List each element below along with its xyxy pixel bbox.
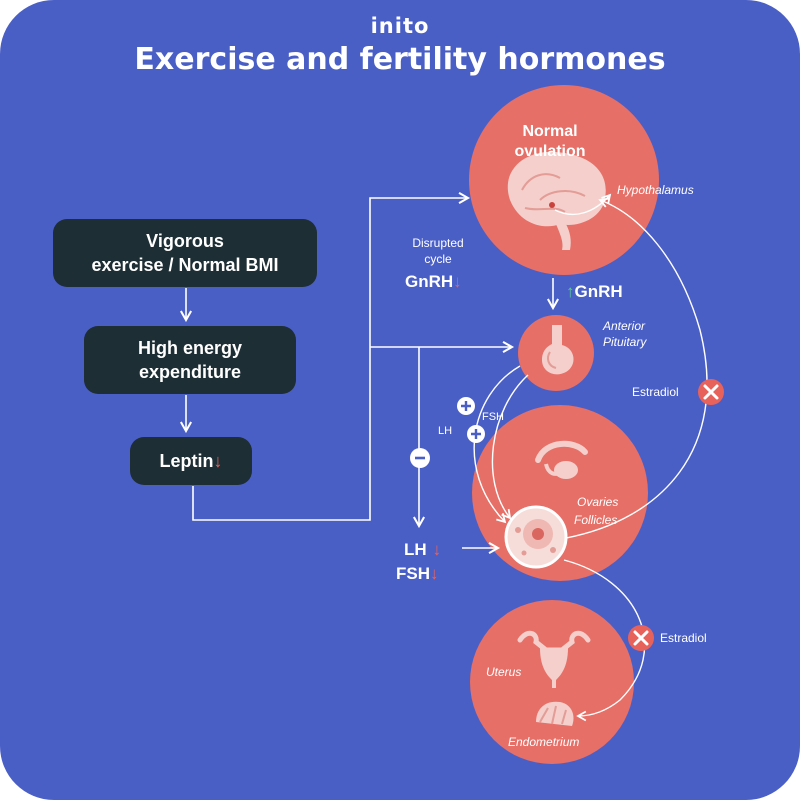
leptin-box: Leptin↓	[130, 437, 252, 485]
ovary-icon	[535, 440, 588, 479]
fsh-curve	[491, 374, 529, 520]
estradiol-to-endometrium	[563, 559, 646, 722]
leptin-down-arrow: ↓	[213, 451, 223, 471]
fsh-small-label: FSH	[482, 411, 504, 423]
gnrh-down-arrow: ↓	[453, 272, 462, 291]
leptin-connector	[192, 191, 471, 521]
cross-icon	[628, 625, 654, 651]
normal-ovulation-line2: ovulation	[514, 143, 585, 160]
plus-icon	[457, 397, 475, 415]
lh-down-arrow: ↓	[433, 540, 442, 559]
lh-big-label: LH↓	[404, 540, 441, 559]
anterior-label: Anterior	[602, 319, 646, 333]
gnrh-down-label: GnRH↓	[405, 272, 462, 291]
page-title: Exercise and fertility hormones	[134, 42, 666, 77]
gnrh-up-arrow: ↑	[566, 282, 575, 301]
pituitary-icon	[542, 325, 574, 375]
gnrh-up-label: ↑GnRH	[566, 282, 623, 301]
disrupted-cycle-line1: Disrupted	[412, 236, 463, 250]
energy-expenditure-box: High energy expenditure	[84, 326, 296, 394]
endometrium-label: Endometrium	[508, 735, 579, 749]
estradiol-lower-label: Estradiol	[660, 631, 707, 645]
cross-icon	[698, 379, 724, 405]
hypothalamus-label: Hypothalamus	[617, 183, 694, 197]
plus-icon	[467, 425, 485, 443]
uterus-label: Uterus	[486, 665, 521, 679]
endometrium-icon	[536, 701, 574, 726]
ovaries-label: Ovaries	[577, 495, 618, 509]
normal-ovulation-line1: Normal	[522, 123, 577, 140]
hypothalamus-pointer	[554, 193, 612, 216]
fsh-big-label: FSH↓	[396, 564, 439, 583]
minus-icon	[410, 448, 430, 468]
brand-logo: inito	[370, 14, 430, 38]
estradiol-upper-label: Estradiol	[632, 385, 679, 399]
follicle-icon	[504, 505, 568, 569]
box1-line1: Vigorous	[146, 231, 224, 251]
leptin-label: Leptin	[159, 451, 214, 471]
box2-line1: High energy	[137, 338, 243, 358]
box2-line2: expenditure	[138, 362, 242, 382]
box1-line2: exercise / Normal BMI	[91, 255, 279, 275]
disrupted-cycle-line2: cycle	[424, 252, 452, 266]
uterus-icon	[517, 630, 591, 688]
follicles-label: Follicles	[574, 513, 617, 527]
lh-small-label: LH	[438, 425, 452, 437]
estradiol-feedback-upper	[565, 197, 708, 539]
pituitary-label: Pituitary	[603, 335, 647, 349]
fsh-down-arrow: ↓	[430, 564, 439, 583]
vigorous-exercise-box: Vigorous exercise / Normal BMI	[53, 219, 317, 287]
brain-icon	[507, 151, 606, 250]
